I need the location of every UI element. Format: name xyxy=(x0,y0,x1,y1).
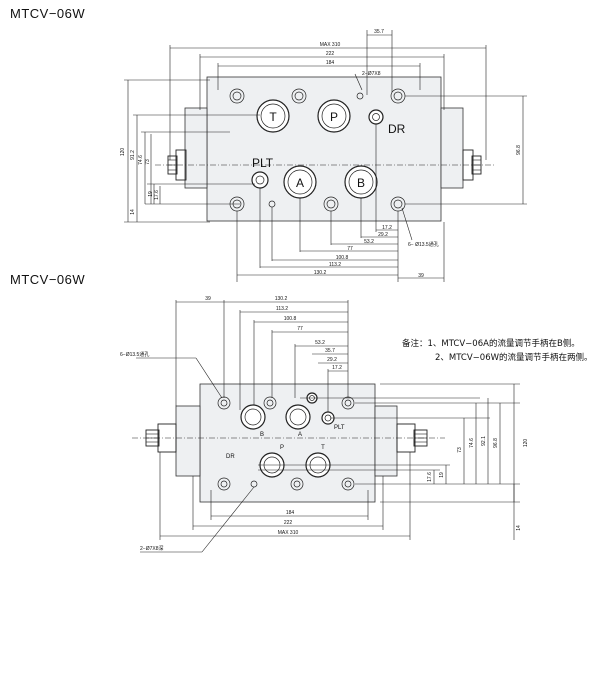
svg-text:77: 77 xyxy=(297,326,303,332)
svg-text:53.2: 53.2 xyxy=(315,340,325,346)
top-dims-right: 96.8 xyxy=(405,95,527,205)
bottom-right-adjuster-block xyxy=(374,405,398,477)
top-dims-left: 120 91.2 74.6 73 19 17.6 14 xyxy=(120,79,260,223)
top-valve-body xyxy=(206,76,442,222)
bottom-view: B A PLT DR P T 39 130. xyxy=(120,296,529,553)
svg-text:B: B xyxy=(260,432,264,438)
svg-text:222: 222 xyxy=(326,51,335,57)
svg-text:17.2: 17.2 xyxy=(382,225,392,231)
svg-text:P: P xyxy=(280,445,284,451)
svg-text:39: 39 xyxy=(205,296,211,302)
svg-text:184: 184 xyxy=(326,60,335,66)
top-left-adjuster-block xyxy=(184,107,208,189)
svg-text:17.2: 17.2 xyxy=(332,365,342,371)
top-port-T: T xyxy=(256,99,290,133)
svg-text:91.2: 91.2 xyxy=(130,150,136,160)
bottom-dims-upper: 39 130.2 113.2 100.8 77 53.2 35.7 29.2 1… xyxy=(120,296,349,412)
svg-text:19: 19 xyxy=(148,191,154,197)
svg-text:77: 77 xyxy=(347,246,353,252)
svg-text:73: 73 xyxy=(457,447,463,453)
top-dims-lower: 17.2 29.2 53.2 77 100.8 113.2 130.2 39 6… xyxy=(236,124,445,282)
svg-text:73: 73 xyxy=(145,159,151,165)
svg-text:222: 222 xyxy=(284,520,293,526)
svg-text:A: A xyxy=(296,176,304,190)
svg-text:100.8: 100.8 xyxy=(284,316,297,322)
svg-text:74.6: 74.6 xyxy=(469,438,475,448)
bottom-left-adjuster-block xyxy=(175,405,201,477)
svg-text:96.8: 96.8 xyxy=(493,438,499,448)
svg-text:92.1: 92.1 xyxy=(481,436,487,446)
top-port-B: B xyxy=(344,165,378,199)
svg-text:17.6: 17.6 xyxy=(154,190,160,200)
bottom-left-adjust-knob xyxy=(145,423,177,453)
bottom-mounting-holes xyxy=(217,396,355,491)
svg-text:35.7: 35.7 xyxy=(374,29,384,35)
bottom-dims-lower: 184 222 MAX 310 2−Ø7X8深 xyxy=(140,452,411,553)
svg-text:184: 184 xyxy=(286,510,295,516)
top-port-A: A xyxy=(283,165,317,199)
bottom-valve-body xyxy=(199,383,376,503)
svg-text:29.2: 29.2 xyxy=(378,232,388,238)
svg-text:6− Ø13.5通孔: 6− Ø13.5通孔 xyxy=(408,241,439,248)
svg-text:A: A xyxy=(298,432,302,438)
svg-text:DR: DR xyxy=(388,122,406,136)
svg-text:100.8: 100.8 xyxy=(336,255,349,261)
svg-text:19: 19 xyxy=(439,472,445,478)
top-view: T P A B PLT DR 35.7 MAX 310 xyxy=(120,29,527,282)
svg-text:96.8: 96.8 xyxy=(516,145,522,155)
bottom-dims-right: 17.6 19 73 74.6 92.1 96.8 120 14 xyxy=(258,383,529,540)
svg-text:35.7: 35.7 xyxy=(325,348,335,354)
svg-text:113.2: 113.2 xyxy=(329,262,341,268)
svg-text:14: 14 xyxy=(130,209,136,215)
svg-text:130.2: 130.2 xyxy=(314,270,327,276)
svg-text:2−Ø7X8深: 2−Ø7X8深 xyxy=(140,545,164,552)
top-port-P: P xyxy=(317,99,351,133)
svg-text:14: 14 xyxy=(516,525,522,531)
svg-text:120: 120 xyxy=(523,439,529,448)
svg-text:53.2: 53.2 xyxy=(364,239,374,245)
svg-text:DR: DR xyxy=(226,454,235,460)
svg-text:74.6: 74.6 xyxy=(138,155,144,165)
svg-text:17.6: 17.6 xyxy=(427,472,433,482)
drawing-title-top: MTCV−06W xyxy=(10,6,86,21)
svg-text:6−Ø13.5通孔: 6−Ø13.5通孔 xyxy=(120,351,149,358)
svg-text:PLT: PLT xyxy=(334,425,345,431)
svg-text:130.2: 130.2 xyxy=(275,296,288,302)
drawing-title-bottom: MTCV−06W xyxy=(10,272,86,287)
svg-text:PLT: PLT xyxy=(252,156,274,170)
note-line-2: 2、MTCV−06W的流量调节手柄在两侧。 xyxy=(435,353,593,363)
note-line-1: 备注：1、MTCV−06A的流量调节手柄在B侧。 xyxy=(402,339,580,349)
notes-block: 备注：1、MTCV−06A的流量调节手柄在B侧。 2、MTCV−06W的流量调节… xyxy=(402,337,593,365)
bottom-port-B: B xyxy=(240,404,266,438)
top-port-DR: DR xyxy=(368,109,406,136)
svg-text:T: T xyxy=(269,110,277,124)
svg-text:120: 120 xyxy=(120,148,126,157)
svg-text:39: 39 xyxy=(418,273,424,279)
top-right-adjuster-block xyxy=(440,107,464,189)
svg-text:MAX 310: MAX 310 xyxy=(278,530,299,536)
svg-text:P: P xyxy=(330,110,338,124)
svg-text:2−Ø7X8: 2−Ø7X8 xyxy=(362,71,381,77)
svg-text:113.2: 113.2 xyxy=(276,306,288,312)
top-dims-upper: 35.7 MAX 310 222 184 2−Ø7X8 xyxy=(169,29,487,160)
svg-text:MAX 310: MAX 310 xyxy=(320,42,341,48)
svg-text:B: B xyxy=(357,176,365,190)
svg-text:29.2: 29.2 xyxy=(327,357,337,363)
svg-text:T: T xyxy=(321,445,325,451)
bottom-port-A: A xyxy=(285,404,311,438)
